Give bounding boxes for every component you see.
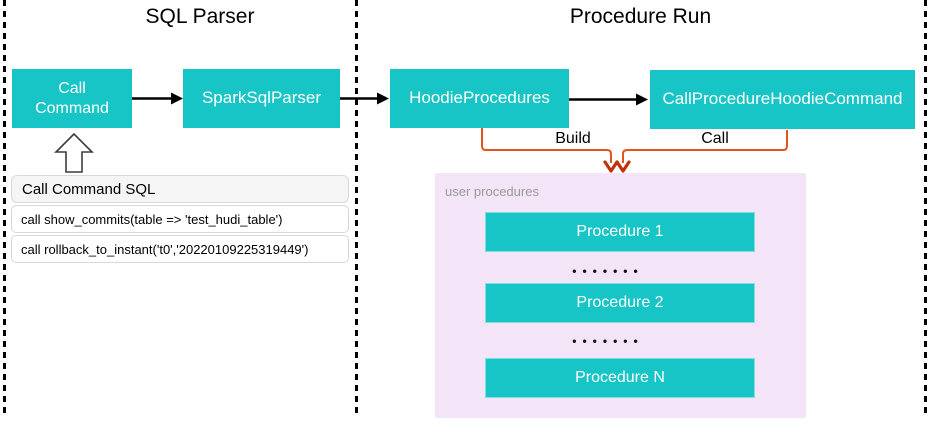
- sql-statement-row: call rollback_to_instant('t0','202201092…: [11, 235, 349, 263]
- user-procedures-label: user procedures: [445, 184, 539, 199]
- section-border-right: [924, 0, 927, 413]
- procedure-1-box: Procedure 1: [485, 212, 755, 252]
- arrow-sparksqlparser-to-hoodieprocedures: [340, 92, 389, 105]
- sql-panel-header: Call Command SQL: [11, 175, 349, 203]
- procedure-n-box: Procedure N: [485, 358, 755, 398]
- user-procedures-container: user procedures Procedure 1 ••••••• Proc…: [435, 173, 806, 418]
- node-call-command: Call Command: [12, 69, 132, 128]
- node-call-procedure-hoodie-command: CallProcedureHoodieCommand: [650, 70, 915, 129]
- section-border-middle: [355, 0, 358, 413]
- procedure-1-label: Procedure 1: [576, 223, 664, 240]
- hollow-up-arrow: [54, 132, 94, 173]
- build-arrowhead-icon: [603, 160, 619, 173]
- procedures-ellipsis: •••••••: [572, 334, 644, 348]
- node-spark-sql-parser: SparkSqlParser: [183, 69, 340, 128]
- sql-parser-section-title: SQL Parser: [145, 5, 255, 28]
- node-hoodie-procedures-label: HoodieProcedures: [409, 88, 550, 108]
- sql-statement-show-commits: call show_commits(table => 'test_hudi_ta…: [21, 211, 283, 227]
- procedures-ellipsis: •••••••: [572, 264, 644, 278]
- edge-label-build: Build: [555, 130, 591, 147]
- node-call-command-label: Call Command: [35, 79, 109, 117]
- node-spark-sql-parser-label: SparkSqlParser: [201, 88, 322, 108]
- procedure-run-section-title: Procedure Run: [569, 5, 712, 28]
- sql-statement-rollback: call rollback_to_instant('t0','202201092…: [21, 241, 309, 257]
- section-border-left: [3, 0, 6, 413]
- edge-label-call: Call: [701, 130, 729, 147]
- arrow-callcommand-to-sparksqlparser: [132, 92, 183, 105]
- node-call-procedure-hoodie-command-label: CallProcedureHoodieCommand: [662, 89, 903, 109]
- procedure-2-box: Procedure 2: [485, 283, 755, 323]
- sql-panel-title: Call Command SQL: [22, 180, 156, 198]
- procedure-n-label: Procedure N: [575, 369, 665, 386]
- arrow-hoodieprocedures-to-callprocedurehoodiecommand: [569, 93, 648, 106]
- node-hoodie-procedures: HoodieProcedures: [390, 69, 569, 128]
- procedure-2-label: Procedure 2: [576, 294, 664, 311]
- call-arrowhead-icon: [615, 160, 631, 173]
- sql-statement-row: call show_commits(table => 'test_hudi_ta…: [11, 205, 349, 233]
